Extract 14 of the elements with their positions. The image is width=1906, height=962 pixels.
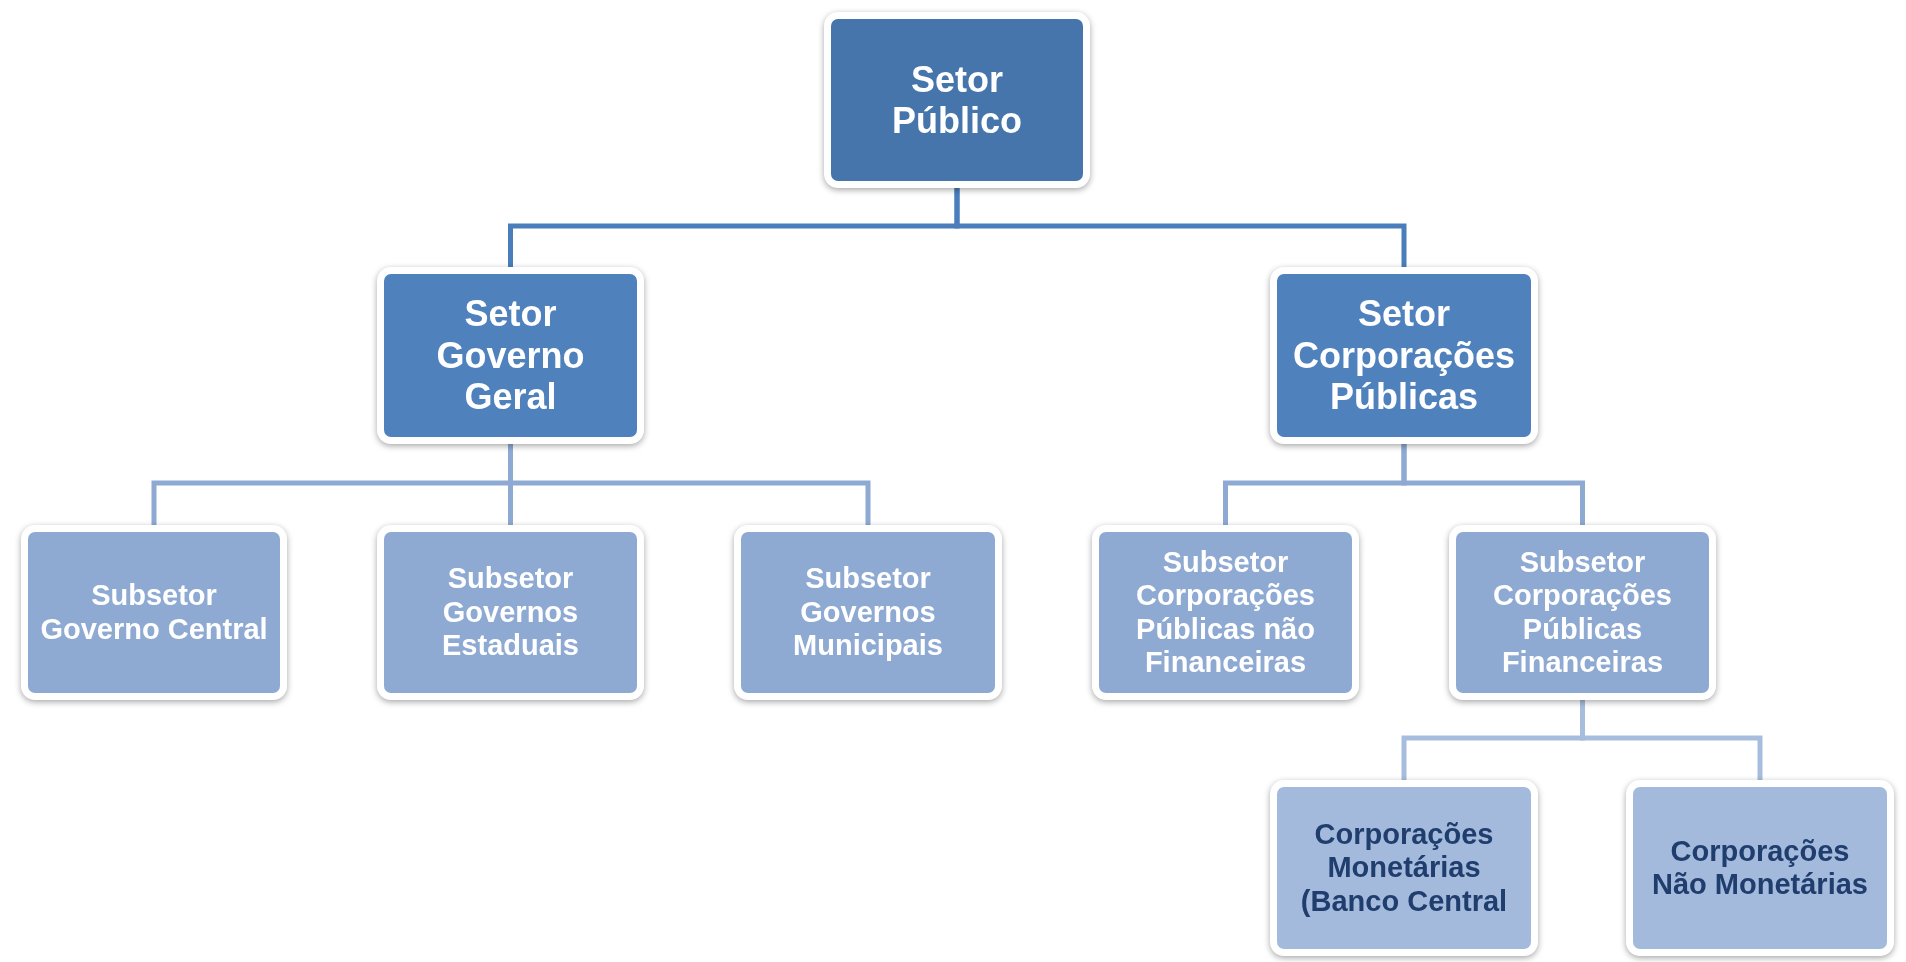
box-label: Corporações Monetárias (Banco Central xyxy=(1299,818,1509,918)
box-label: Subsetor Corporações Públicas não Financeiras xyxy=(1135,545,1316,680)
connector-line xyxy=(1580,700,1763,780)
connector-line xyxy=(1401,444,1585,525)
connector-line xyxy=(508,444,871,525)
box-label: Setor Público xyxy=(891,58,1023,142)
box-label: Setor Corporações Públicas xyxy=(1291,293,1517,418)
box-label: Setor Governo Geral xyxy=(435,293,586,418)
box-label: Subsetor Governos Municipais xyxy=(792,562,944,663)
box-label: Subsetor Corporações Públicas Financeiras xyxy=(1492,545,1673,680)
connector-line xyxy=(954,188,1407,267)
box-label: Subsetor Governo Central xyxy=(39,579,269,646)
box-label: Corporações Não Monetárias xyxy=(1651,834,1869,902)
box-label: Subsetor Governos Estaduais xyxy=(441,562,580,663)
